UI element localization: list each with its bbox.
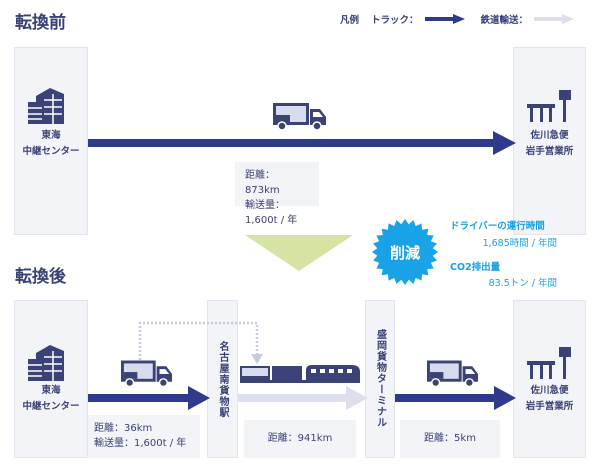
truck-leg3-arrow xyxy=(395,386,516,410)
building-icon xyxy=(28,345,68,381)
legend-rail-label: 鉄道輸送： xyxy=(480,15,529,26)
truck-icon xyxy=(427,360,479,388)
rail-arrow-icon xyxy=(534,14,575,24)
driver-label: ドライバーの運行時間 xyxy=(450,221,545,232)
origin-label: 東海中継センター xyxy=(22,130,80,157)
leg2-info: 距離：941km xyxy=(244,420,356,458)
truck-icon xyxy=(273,103,327,131)
transfer-dotted-arrow xyxy=(138,321,263,364)
station1-box: 名古屋南貨物駅 xyxy=(207,300,238,458)
co2-label: CO2排出量 xyxy=(450,262,501,273)
driver-value: 1,685時間 / 年間 xyxy=(482,238,557,249)
truck-icon xyxy=(121,360,173,388)
origin-box-before: 東海中継センター xyxy=(14,47,88,235)
reduction-badge: 削減 xyxy=(372,219,438,285)
truck-arrow-icon xyxy=(424,14,465,24)
leg3-info: 距離：5km xyxy=(400,420,500,458)
after-title: 転換後 xyxy=(15,267,66,287)
truck-route-arrow xyxy=(88,131,516,155)
truck-leg1-arrow xyxy=(88,386,210,410)
co2-value: 83.5トン / 年間 xyxy=(488,278,557,289)
dest-box-after: 佐川急便岩手営業所 xyxy=(513,300,586,458)
before-title: 転換前 xyxy=(15,13,66,33)
origin-box-after: 東海中継センター xyxy=(14,300,88,458)
train-icon xyxy=(240,365,360,383)
building-icon xyxy=(28,88,68,124)
legend-label: 凡例 xyxy=(340,15,360,26)
station-icon xyxy=(527,347,571,379)
dest-label: 佐川急便岩手営業所 xyxy=(525,385,574,412)
station1-label: 名古屋南貨物駅 xyxy=(217,341,228,418)
badge-text: 削減 xyxy=(390,244,420,262)
legend: 凡例 トラック： 鉄道輸送： xyxy=(340,12,575,26)
legend-truck-label: トラック： xyxy=(371,15,419,26)
origin-label: 東海中継センター xyxy=(22,385,80,412)
station2-label: 盛岡貨物ターミナル xyxy=(374,329,386,428)
down-triangle xyxy=(245,235,353,271)
dest-box-before: 佐川急便岩手営業所 xyxy=(513,47,586,235)
rail-leg-arrow xyxy=(238,386,368,410)
station-icon xyxy=(527,90,571,122)
station2-box: 盛岡貨物ターミナル xyxy=(365,300,395,458)
dest-label: 佐川急便岩手営業所 xyxy=(525,130,574,157)
